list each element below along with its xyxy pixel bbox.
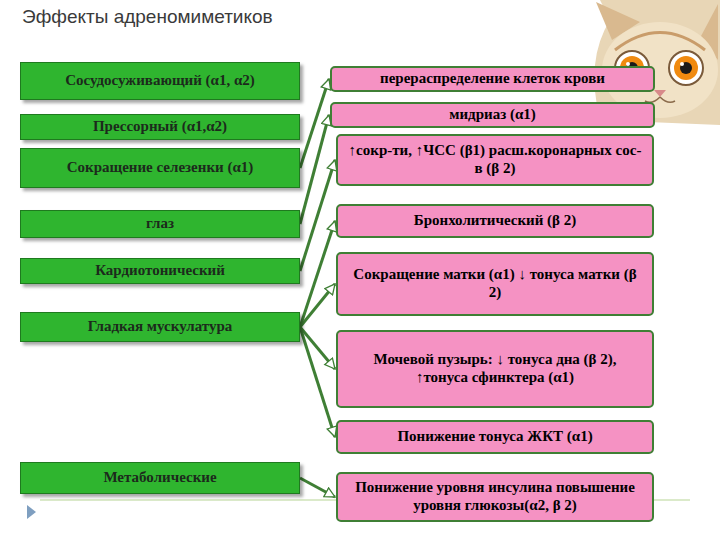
nav-triangle xyxy=(27,505,36,519)
effect-group-box: Кардиотонический xyxy=(20,258,300,284)
box-text: глаз xyxy=(146,215,174,233)
arrow-connector xyxy=(300,115,329,224)
effect-group-box: Метаболические xyxy=(20,462,300,494)
effect-group-box: Прессорный (α1,α2) xyxy=(20,114,300,140)
effect-detail-box: Понижение тонуса ЖКТ (α1) xyxy=(336,420,654,454)
effect-detail-box: Сокращение матки (α1) ↓ тонуса матки (β … xyxy=(336,252,654,316)
effect-group-box: Сосудосуживающий (α1, α2) xyxy=(20,62,300,100)
box-text: Прессорный (α1,α2) xyxy=(93,118,227,136)
box-text: Понижение уровня инсулина повышение уров… xyxy=(346,479,644,514)
box-text: Метаболические xyxy=(103,469,216,487)
box-text: Сосудосуживающий (α1, α2) xyxy=(65,72,255,90)
effect-group-box: глаз xyxy=(20,210,300,238)
arrow-connector xyxy=(300,221,335,327)
box-text: Сокращение селезенки (α1) xyxy=(67,159,254,177)
arrow-connector xyxy=(300,79,329,168)
arrow-connector xyxy=(300,327,335,437)
box-text: Гладкая мускулатура xyxy=(88,318,233,336)
box-text: Кардиотонический xyxy=(95,262,225,280)
effect-detail-box: Мочевой пузырь: ↓ тонуса дна (β 2), ↑тон… xyxy=(336,330,654,408)
box-text: ↑сокр-ти, ↑ЧСС (β1) расш.коронарных сос-… xyxy=(346,142,644,177)
box-text: Сокращение матки (α1) ↓ тонуса матки (β … xyxy=(346,266,644,301)
effect-detail-box: перераспределение клеток крови xyxy=(330,66,655,92)
box-text: Понижение тонуса ЖКТ (α1) xyxy=(397,428,592,446)
box-text: Бронхолитический (β 2) xyxy=(414,212,576,230)
effect-group-box: Гладкая мускулатура xyxy=(20,312,300,342)
arrow-connector xyxy=(300,478,335,497)
effect-detail-box: Бронхолитический (β 2) xyxy=(336,204,654,238)
box-text: мидриаз (α1) xyxy=(449,106,536,124)
effect-detail-box: Понижение уровня инсулина повышение уров… xyxy=(336,472,654,522)
slide-title: Эффекты адреномиметиков xyxy=(22,6,273,28)
arrow-connector xyxy=(300,284,335,327)
effect-detail-box: мидриаз (α1) xyxy=(330,102,655,128)
box-text: Мочевой пузырь: ↓ тонуса дна (β 2), ↑тон… xyxy=(346,351,644,386)
arrow-connector xyxy=(300,160,335,271)
effect-detail-box: ↑сокр-ти, ↑ЧСС (β1) расш.коронарных сос-… xyxy=(336,134,654,186)
box-text: перераспределение клеток крови xyxy=(380,70,605,88)
effect-group-box: Сокращение селезенки (α1) xyxy=(20,148,300,188)
